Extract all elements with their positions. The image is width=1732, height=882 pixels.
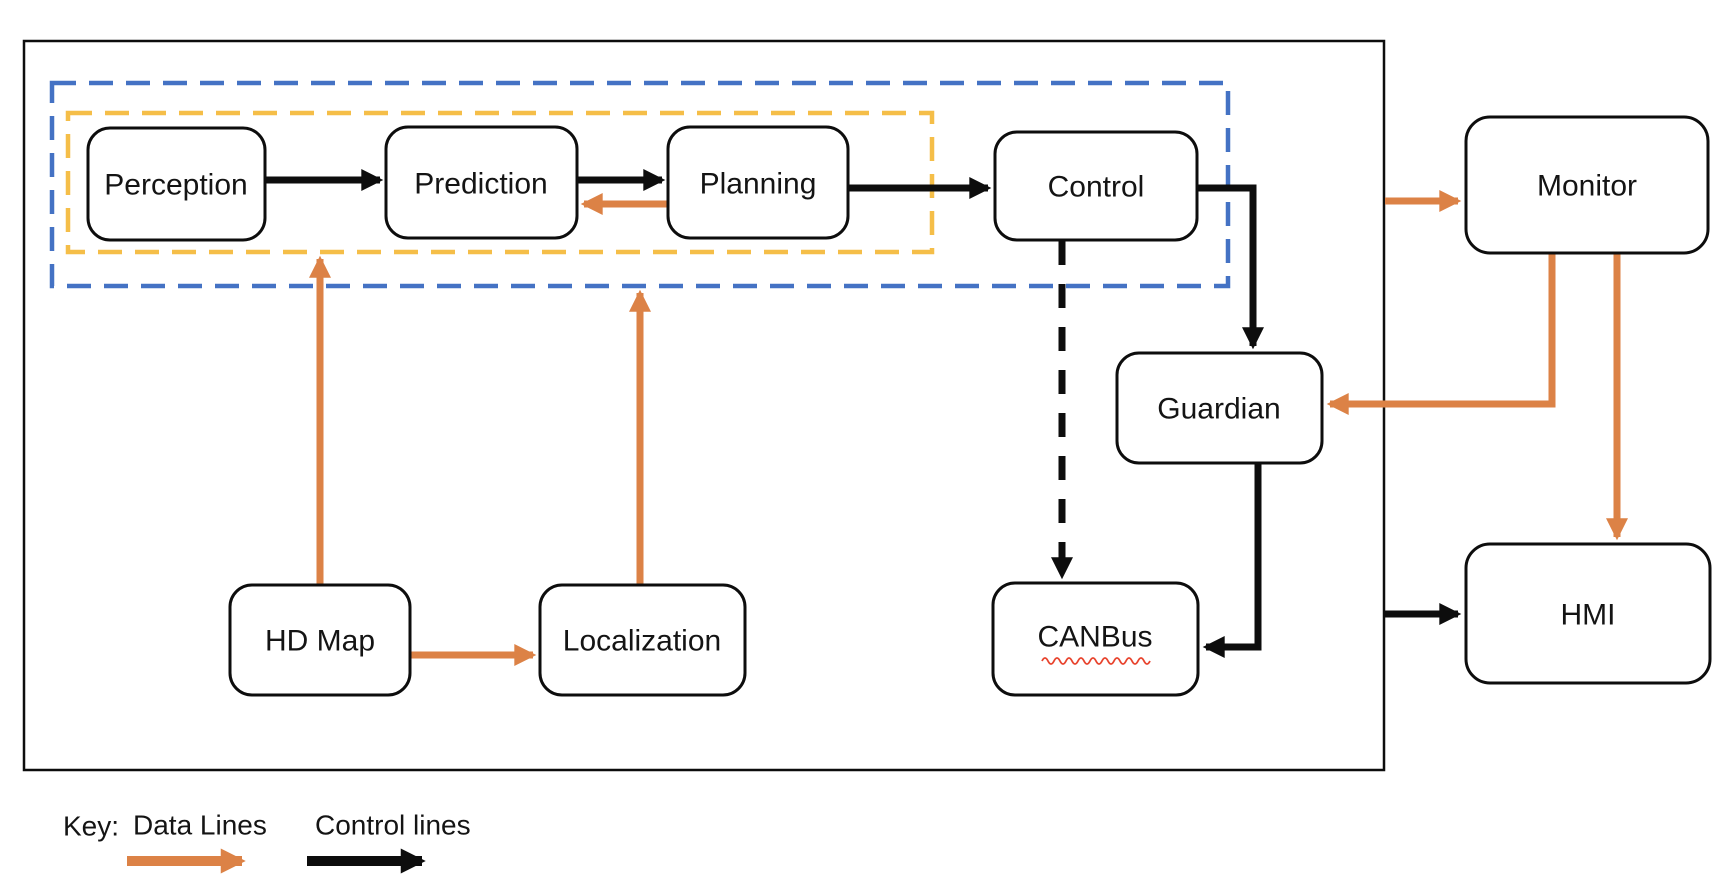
node-perception: Perception bbox=[86, 126, 267, 242]
node-guardian: Guardian bbox=[1115, 351, 1324, 465]
localization-label: Localization bbox=[563, 625, 721, 658]
node-prediction: Prediction bbox=[384, 125, 579, 240]
perception-box bbox=[86, 126, 267, 242]
monitor-label: Monitor bbox=[1537, 170, 1637, 203]
control-box bbox=[993, 130, 1199, 242]
edge-control-guardian bbox=[1196, 184, 1264, 350]
hmi-box bbox=[1464, 542, 1712, 685]
node-hdmap: HD Map bbox=[228, 583, 412, 697]
legend-title: Key: bbox=[63, 811, 119, 842]
planning-box bbox=[666, 125, 850, 240]
yellow-dashed-region bbox=[65, 110, 935, 255]
guardian-label: Guardian bbox=[1157, 393, 1280, 426]
monitor-box bbox=[1464, 115, 1710, 255]
legend-control-lines-label: Control lines bbox=[315, 810, 471, 841]
guardian-box bbox=[1115, 351, 1324, 465]
node-localization: Localization bbox=[538, 583, 747, 697]
node-control: Control bbox=[993, 130, 1199, 242]
edge-monitor-guardian bbox=[1326, 254, 1556, 415]
prediction-label: Prediction bbox=[414, 168, 547, 201]
node-hmi: HMI bbox=[1464, 542, 1712, 685]
data-lines bbox=[309, 190, 1628, 666]
hmi-label: HMI bbox=[1561, 599, 1616, 632]
control-label: Control bbox=[1048, 171, 1145, 204]
edge-guardian-canbus bbox=[1202, 464, 1262, 658]
localization-box bbox=[538, 583, 747, 697]
canbus-spellcheck-underline bbox=[1041, 657, 1151, 665]
node-planning: Planning bbox=[666, 125, 850, 240]
prediction-box bbox=[384, 125, 579, 240]
legend: Key: Data Lines Control lines bbox=[63, 810, 471, 874]
hdmap-box bbox=[228, 583, 412, 697]
perception-label: Perception bbox=[104, 169, 247, 202]
node-canbus: CANBus bbox=[991, 581, 1200, 697]
legend-data-lines-label: Data Lines bbox=[133, 810, 267, 841]
canbus-label: CANBus bbox=[1037, 621, 1152, 654]
node-monitor: Monitor bbox=[1464, 115, 1710, 255]
control-lines bbox=[266, 169, 1462, 658]
hdmap-label: HD Map bbox=[265, 625, 375, 658]
canbus-box bbox=[991, 581, 1200, 697]
planning-label: Planning bbox=[700, 168, 817, 201]
